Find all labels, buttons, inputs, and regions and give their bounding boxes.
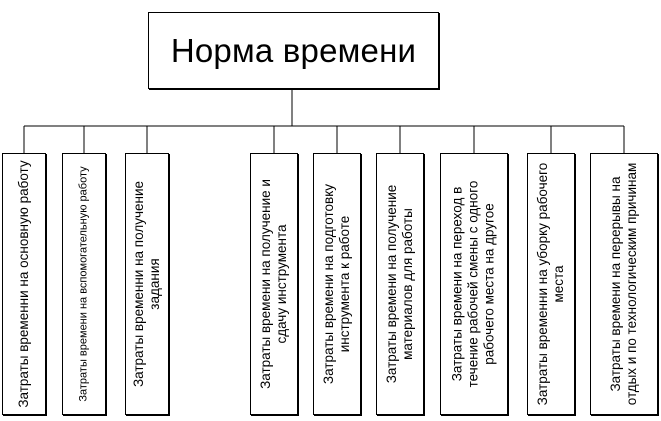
child-node-2: Затраты времени на вспомогательную работ… [62,153,106,415]
child-node-8: Затраты временни на уборку рабочего мест… [527,153,575,415]
child-node-3: Затраты временни на получение задания [125,153,169,415]
child-node-label: Затраты времени на переход в течение раб… [449,180,498,388]
child-node-9: Затраты времени на перерывы на отдых и п… [590,153,658,415]
child-node-4: Затраты времени на получение и сдачу инс… [250,153,298,415]
child-node-label: Затраты временни на получение задания [130,181,162,387]
child-node-label: Затраты времени на вспомогательную работ… [77,166,90,402]
child-node-label: Затраты времени на перерывы на отдых и п… [607,162,639,406]
child-node-1: Затраты временни на основную работу [2,153,46,415]
child-node-label: Затраты времени на получение материалов … [383,184,415,384]
child-node-label: Затраты временни на уборку рабочего мест… [534,162,566,406]
child-node-label: Затраты времени на подготовку инструмент… [320,183,352,385]
child-node-label: Затраты временни на основную работу [15,160,31,408]
child-node-7: Затраты времени на переход в течение раб… [440,153,508,415]
child-node-5: Затраты времени на подготовку инструмент… [313,153,361,415]
child-node-6: Затраты времени на получение материалов … [376,153,424,415]
child-node-label: Затраты времени на получение и сдачу инс… [257,179,289,389]
root-node: Норма времени [148,12,439,89]
root-node-label: Норма времени [170,31,417,69]
